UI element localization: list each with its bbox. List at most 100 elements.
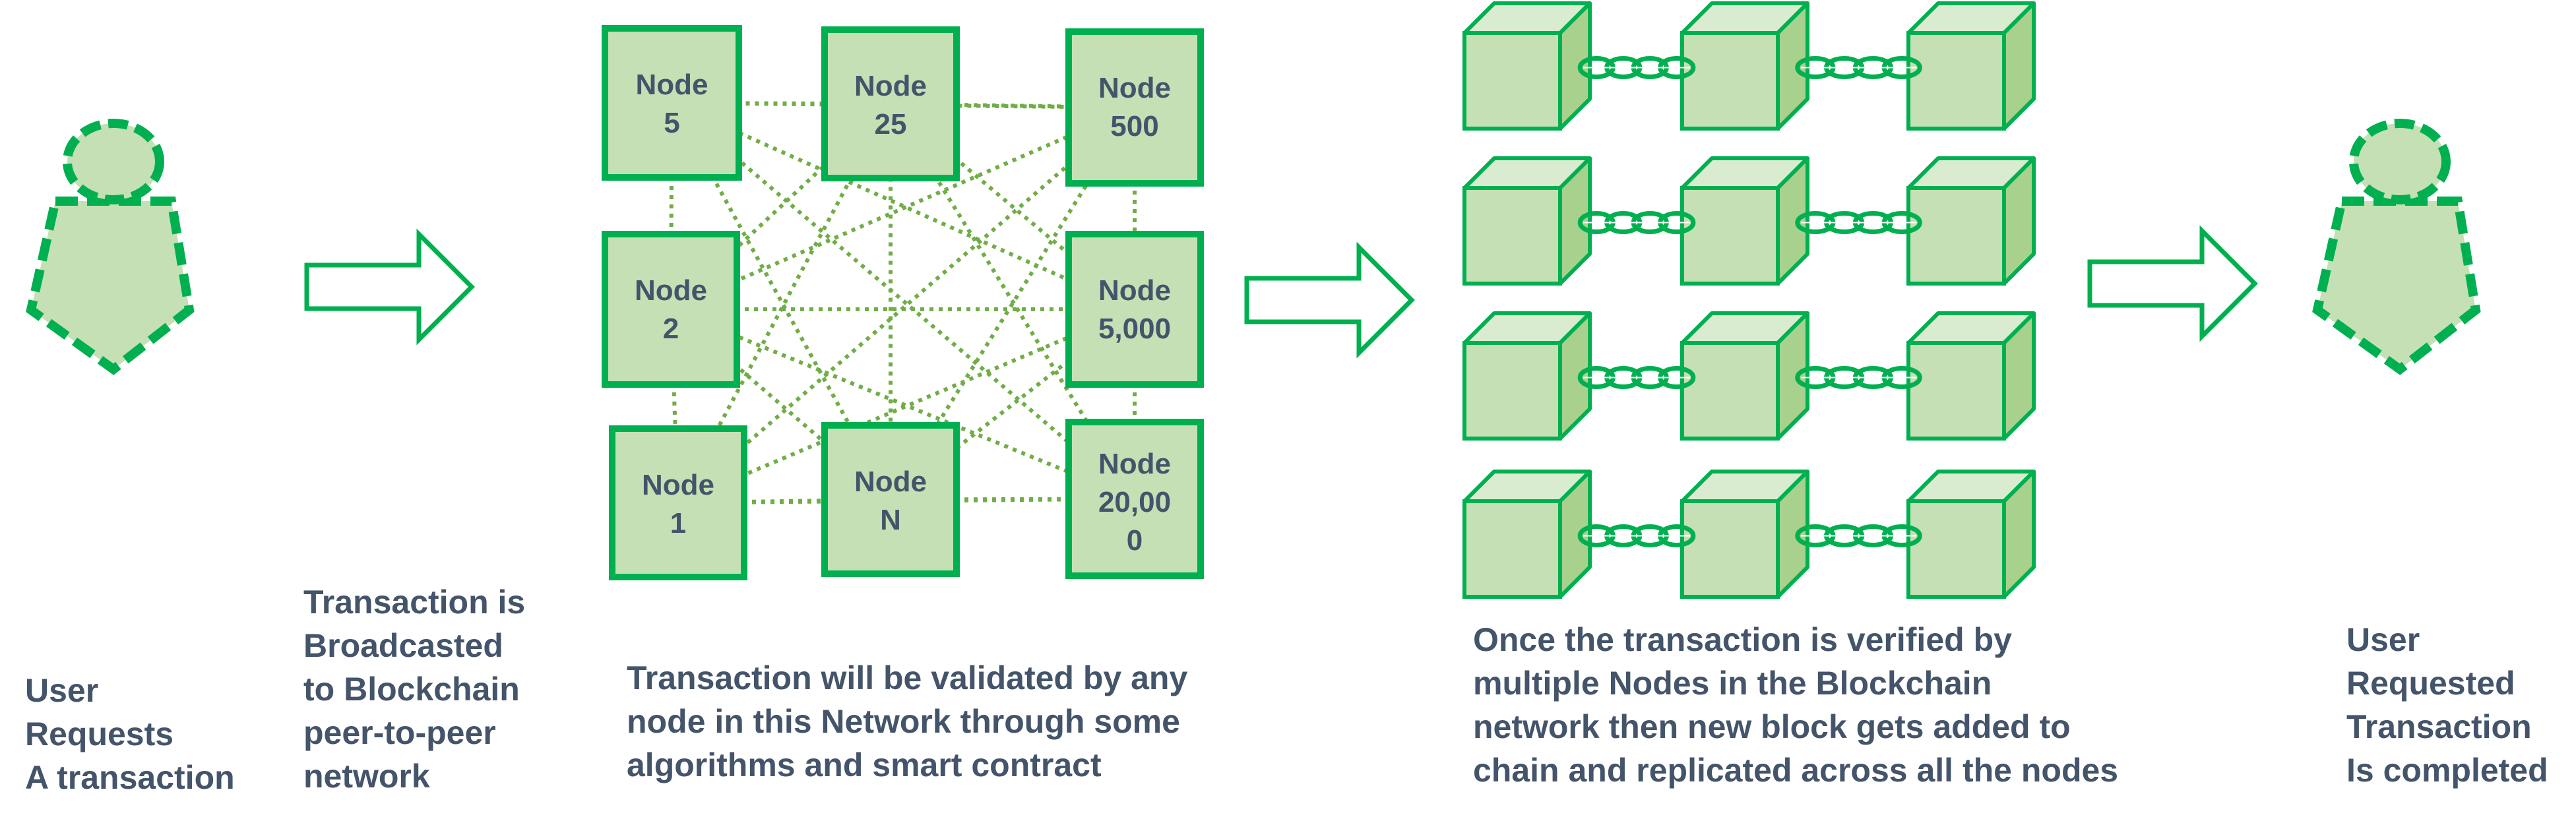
block-cube-icon <box>1906 156 2036 286</box>
caption-validation: Transaction will be validated by any node… <box>627 656 1187 787</box>
block-cube-icon <box>1906 1 2036 131</box>
block-cube-icon <box>1680 311 1809 441</box>
caption-completed-line: Is completed <box>2346 752 2548 789</box>
users-layer <box>26 119 2481 375</box>
node-label: 5 <box>664 107 679 139</box>
node-label: 500 <box>1110 110 1158 142</box>
block-cube-icon <box>1462 470 1592 599</box>
node-label: Node <box>1098 72 1171 104</box>
node-label: Node <box>854 466 927 498</box>
caption-broadcast: Transaction is Broadcasted to Blockchain pe… <box>303 580 525 798</box>
node-label: 25 <box>875 108 907 140</box>
block-cube-icon <box>1462 156 1592 286</box>
node-label: Node <box>1098 274 1171 307</box>
chain-link-icon <box>1577 56 1696 79</box>
node-box <box>602 25 742 181</box>
caption-blocks-line: Once the transaction is verified by <box>1473 621 2012 658</box>
node-label: 20,00 <box>1098 486 1171 518</box>
caption-user-line: User <box>25 672 99 709</box>
user-body <box>2312 197 2481 375</box>
caption-validation-line: node in this Network through some <box>627 703 1180 740</box>
network-link <box>669 102 674 310</box>
caption-blocks-line: multiple Nodes in the Blockchain <box>1473 665 1992 702</box>
caption-broadcast-line: to Blockchain <box>303 671 520 708</box>
caption-validation-line: algorithms and smart contract <box>627 747 1102 783</box>
caption-blocks-line: chain and replicated across all the node… <box>1473 752 2119 789</box>
caption-user-line: Requests <box>25 716 174 752</box>
user-head <box>63 119 164 204</box>
arrow-complete <box>2087 225 2258 342</box>
node-label: 5,000 <box>1098 313 1171 345</box>
chain-link-icon <box>1577 366 1696 389</box>
arrow-right-icon <box>2087 225 2258 342</box>
node-box <box>609 425 747 580</box>
node-label: Node <box>636 69 708 101</box>
node-label: 0 <box>1127 524 1143 557</box>
block-cube-icon <box>1680 470 1809 599</box>
network-node-n20000: Node 20,00 0 <box>1065 419 1204 579</box>
block-row <box>1462 470 2036 599</box>
arrow-validate <box>1244 241 1415 359</box>
node-label: N <box>880 504 901 536</box>
caption-validation-line: Transaction will be validated by any <box>627 659 1188 696</box>
network-node-n5: Node 5 <box>602 25 742 181</box>
node-box <box>602 231 740 388</box>
user-head <box>2349 119 2451 204</box>
block-cube-icon <box>1906 311 2036 441</box>
block-cube-icon <box>1680 156 1809 286</box>
caption-completed-line: User <box>2346 621 2420 658</box>
caption-block-added: Once the transaction is verified by multi… <box>1473 618 2118 792</box>
block-cube-icon <box>1680 1 1809 131</box>
network-node-n2: Node 2 <box>602 231 740 388</box>
network-link <box>677 497 1135 505</box>
block-cube-icon <box>1462 311 1592 441</box>
network-link <box>670 106 1136 311</box>
caption-broadcast-line: peer-to-peer <box>303 714 496 751</box>
chain-link-icon <box>1795 524 1922 547</box>
arrow-right-icon <box>304 228 475 346</box>
node-label: Node <box>642 469 714 501</box>
block-row <box>1462 1 2036 131</box>
caption-completed-line: Transaction <box>2346 708 2532 745</box>
network-node-n5000: Node 5,000 <box>1065 231 1204 388</box>
node-box <box>821 422 960 577</box>
node-box <box>1065 231 1204 388</box>
chain-link-icon <box>1577 211 1696 234</box>
network-node-n500: Node 500 <box>1065 28 1204 187</box>
node-label: Node <box>635 274 707 307</box>
node-box <box>1065 419 1204 579</box>
caption-broadcast-line: network <box>303 758 430 795</box>
user-body <box>26 197 195 375</box>
caption-blocks-line: network then new block gets added to <box>1473 708 2071 745</box>
user-icon <box>2312 119 2481 375</box>
block-row <box>1462 311 2036 441</box>
network-nodes: Node5Node25Node500Node2Node5,000Node1Nod… <box>602 25 1204 580</box>
arrows-layer <box>304 225 2258 359</box>
arrow-broadcast <box>304 228 475 346</box>
chain-link-icon <box>1795 366 1922 389</box>
block-cube-icon <box>1906 470 2036 599</box>
chain-link-icon <box>1795 56 1922 79</box>
caption-broadcast-line: Transaction is <box>303 584 526 621</box>
user-icon <box>26 119 195 375</box>
caption-completed-line: Requested <box>2346 665 2515 702</box>
network-link <box>670 307 1136 501</box>
chain-link-icon <box>1577 524 1696 547</box>
node-label: Node <box>1098 448 1171 480</box>
caption-user-line: A transaction <box>25 759 235 796</box>
node-label: 2 <box>663 313 679 345</box>
network-link <box>889 102 1136 311</box>
network-link <box>671 101 1136 311</box>
node-box <box>821 26 960 181</box>
arrow-right-icon <box>1244 241 1415 359</box>
chain-link-icon <box>1795 211 1922 234</box>
node-box <box>1065 28 1204 187</box>
caption-broadcast-line: Broadcasted <box>303 627 503 664</box>
block-row <box>1462 156 2036 286</box>
